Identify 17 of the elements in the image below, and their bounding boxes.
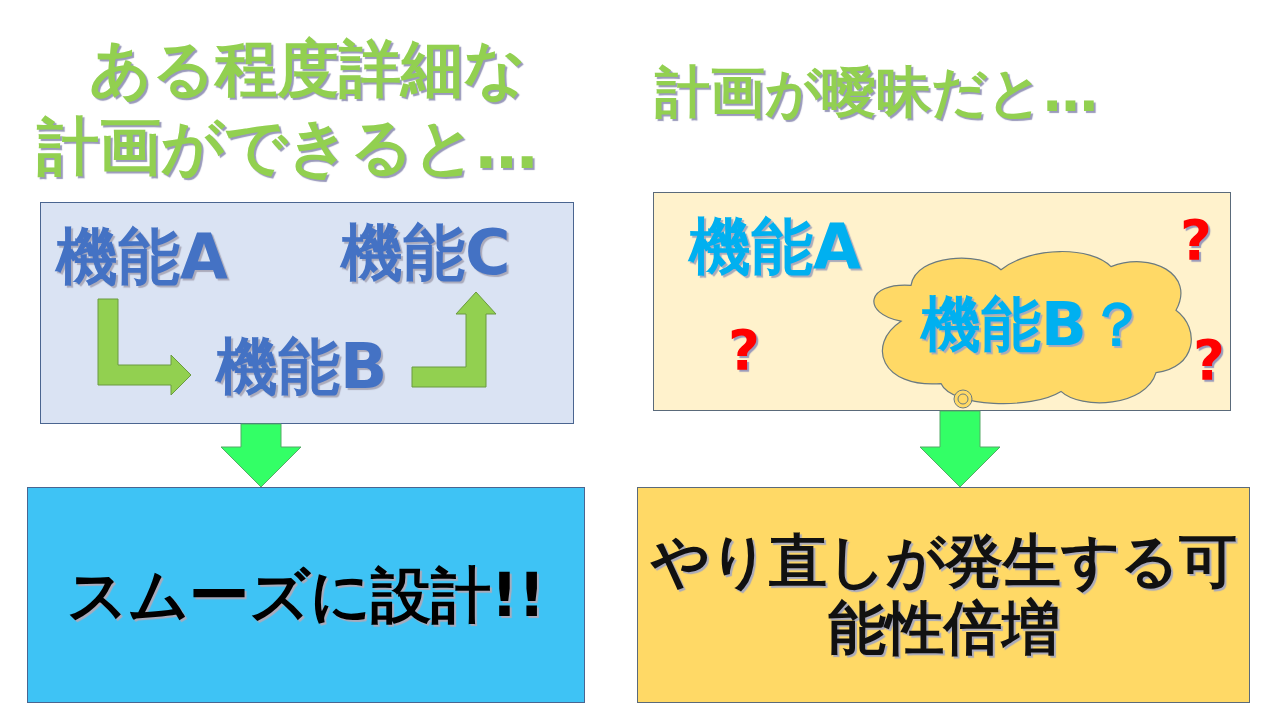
function-label: 機能C <box>341 219 511 288</box>
function-label: 機能B <box>216 333 388 402</box>
panel <box>653 192 1231 411</box>
question-mark: ? <box>1180 210 1212 271</box>
panel <box>40 202 574 424</box>
heading: ある程度詳細な計画ができると… <box>36 31 538 185</box>
function-label: 機能A <box>56 223 228 292</box>
bent-arrow <box>411 291 497 388</box>
result-box: やり直しが発生する可能性倍増 <box>637 487 1250 703</box>
heading: 計画が曖昧だと… <box>655 62 1098 123</box>
result-box: スムーズに設計!! <box>27 487 585 703</box>
down-arrow <box>919 410 1001 488</box>
bent-arrow <box>97 298 192 396</box>
function-label: 機能A <box>689 213 861 282</box>
question-mark: ? <box>1193 330 1225 391</box>
down-arrow <box>220 423 302 488</box>
question-mark: ? <box>728 320 760 381</box>
